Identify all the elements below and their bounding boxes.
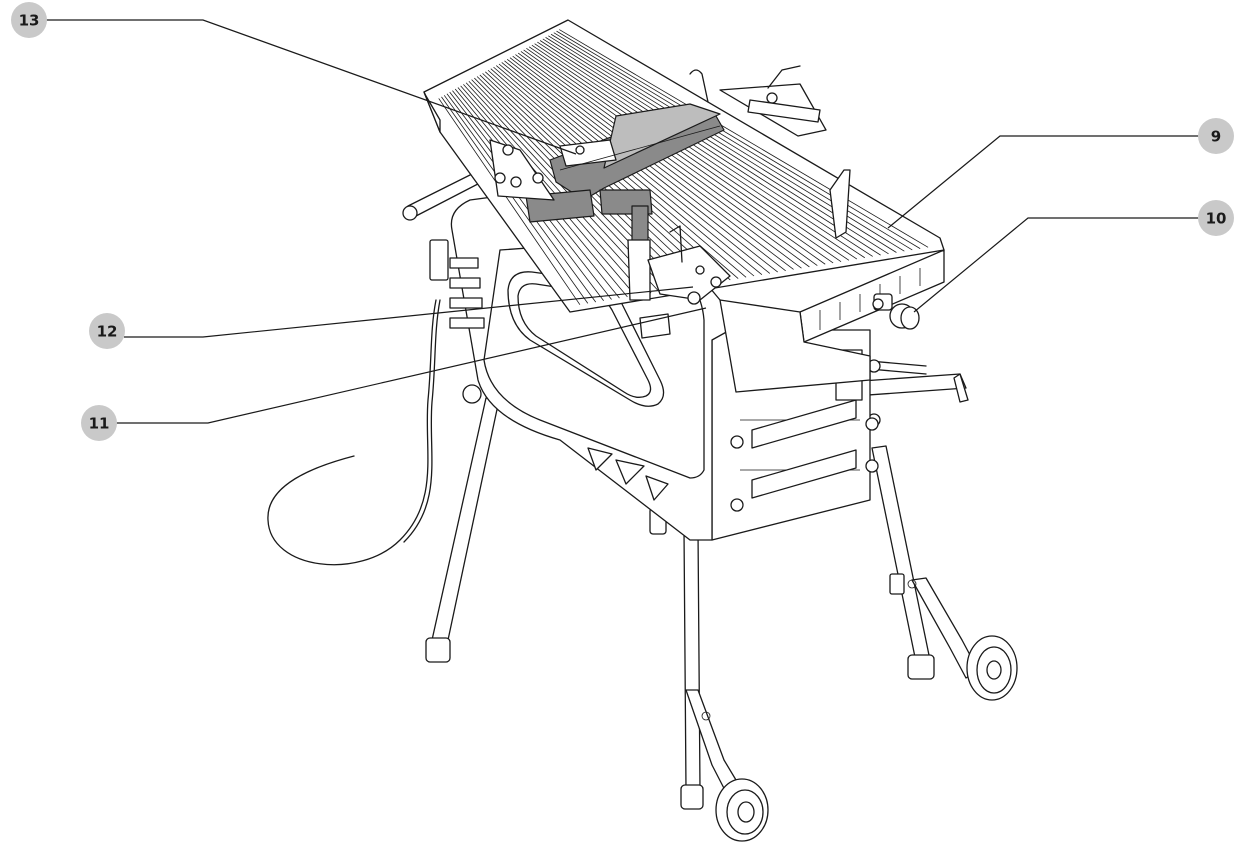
power-cable (267, 299, 437, 566)
rear-fence (689, 65, 827, 137)
callout-10: 10 (913, 200, 1234, 313)
adjustment-knob (872, 293, 920, 330)
callout-13: 13 (11, 2, 577, 155)
fence-bracket-rear (489, 139, 555, 201)
fence-bracket (627, 225, 731, 305)
bridge-guard (525, 103, 725, 257)
callout-11-label: 11 (89, 415, 110, 433)
riving-knife (829, 169, 851, 239)
wheel-right (889, 573, 1018, 701)
callout-12: 12 (89, 286, 694, 349)
wheel-front (685, 689, 769, 842)
callout-9: 9 (887, 118, 1234, 229)
planer-table (423, 19, 945, 393)
callout-10-label: 10 (1206, 210, 1227, 228)
callout-9-label: 9 (1211, 128, 1221, 146)
callout-12-label: 12 (97, 323, 118, 341)
callout-13-label: 13 (19, 12, 40, 30)
callout-11: 11 (81, 307, 707, 441)
